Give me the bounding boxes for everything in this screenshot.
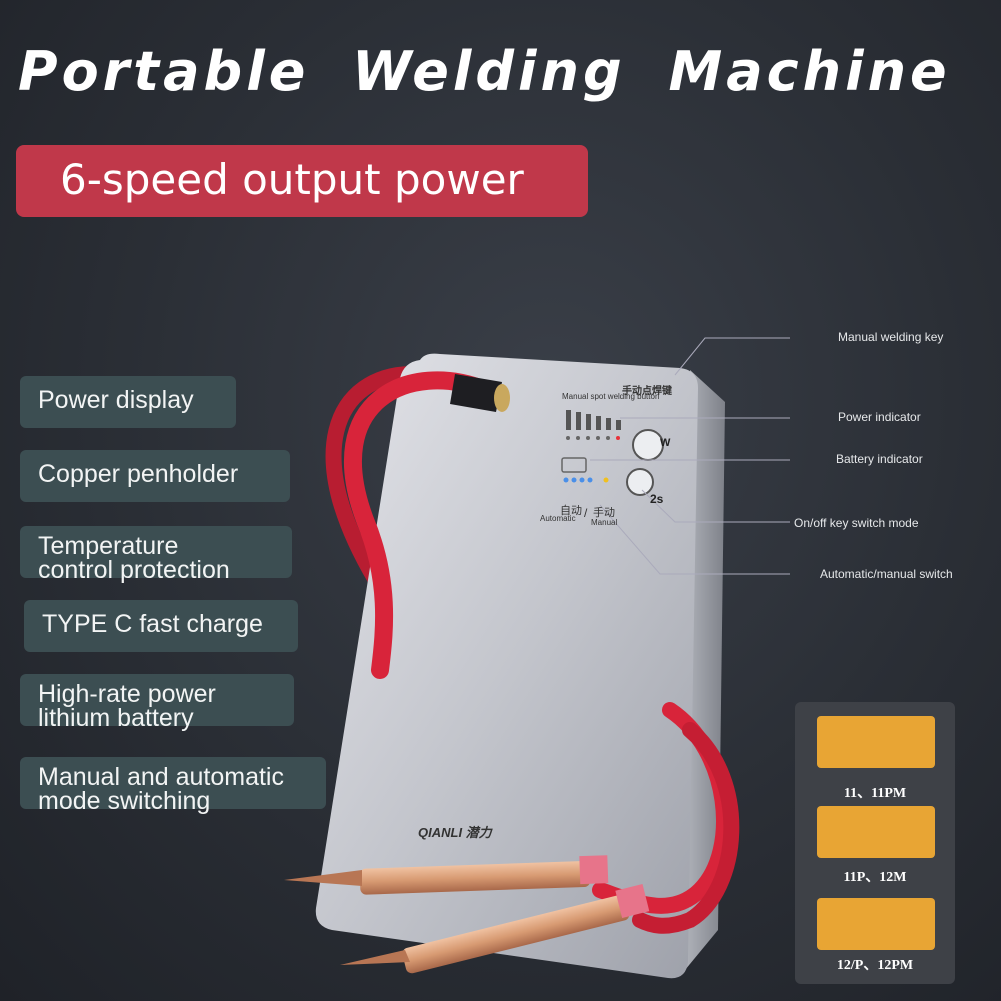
subtitle-badge: 6-speed output power [16, 145, 588, 217]
fixture-label: 12/P、12PM [836, 958, 914, 973]
page-title: Portable Welding Machine [18, 40, 951, 103]
feature-power-display: Power display [20, 376, 236, 428]
pen-sleeve-upper [579, 855, 609, 885]
connector-tip [494, 384, 510, 412]
power-button-sub: 2s [650, 492, 664, 506]
callout-battery-indicator: Battery indicator [836, 452, 923, 466]
auto-label-cn: 自动 [560, 505, 582, 517]
copper-pen-lower [402, 894, 630, 974]
feature-type-c: TYPE C fast charge [24, 600, 298, 652]
device-top-label-en: Manual spot welding button [562, 392, 660, 401]
manual-label-cn: 手动 [593, 507, 615, 519]
leader-manual-key [674, 337, 790, 376]
leader-auto-manual [599, 504, 790, 575]
pen-sleeve-lower [615, 883, 650, 918]
feature-line: High-rate power [38, 680, 216, 708]
indicator-dots [566, 436, 620, 440]
pen-tip-upper [284, 870, 362, 886]
subtitle-text: 6-speed output power [60, 155, 524, 204]
brand-logo: QIANLI 潜力 [418, 825, 492, 840]
auto-label-en: Automatic [540, 514, 576, 523]
callout-power-indicator: Power indicator [838, 410, 921, 424]
feature-line: mode switching [38, 787, 211, 815]
power-indicator-bars [566, 410, 621, 430]
feature-line: Temperature [38, 532, 179, 560]
fixture-thumbnail [817, 898, 935, 950]
fixture-thumbnails-panel: 11、11PM 11P、12M 12/P、12PM [795, 702, 955, 984]
welding-device-illustration [284, 337, 790, 979]
callout-onoff-key: On/off key switch mode [794, 516, 919, 530]
fixture-thumbnail [817, 716, 935, 768]
callout-manual-welding-key: Manual welding key [838, 330, 944, 344]
feature-line: Power display [38, 386, 194, 414]
device-top-label-cn: 手动点焊键 [622, 386, 672, 397]
feature-line: Manual and automatic [38, 763, 284, 791]
leader-onoff [641, 489, 790, 523]
red-cable-front [344, 371, 494, 679]
feature-temperature-protection: Temperature control protection [20, 526, 292, 583]
feature-copper-penholder: Copper penholder [20, 450, 290, 502]
copper-pen-upper [359, 861, 591, 895]
feature-line: control protection [38, 556, 230, 584]
cable-connector [450, 374, 502, 412]
manual-welding-button [632, 429, 664, 461]
battery-indicator-dots [561, 457, 609, 483]
fixture-thumbnail [817, 806, 935, 858]
red-cable-bottom-2 [632, 722, 740, 934]
pen-tip-lower [340, 950, 410, 965]
feature-line: lithium battery [38, 704, 194, 732]
fixture-label: 11P、12M [843, 870, 907, 885]
w-button-label: W [660, 437, 671, 449]
mode-slash: / [584, 506, 588, 520]
manual-label-en: Manual [591, 518, 618, 527]
feature-line: Copper penholder [38, 460, 239, 488]
callout-auto-manual-switch: Automatic/manual switch [820, 567, 953, 581]
device-front [315, 353, 698, 979]
power-button [626, 468, 654, 496]
feature-line: TYPE C fast charge [42, 610, 263, 638]
fixture-label: 11、11PM [843, 786, 907, 801]
feature-mode-switching: Manual and automatic mode switching [20, 757, 326, 814]
feature-lithium-battery: High-rate power lithium battery [20, 674, 294, 731]
